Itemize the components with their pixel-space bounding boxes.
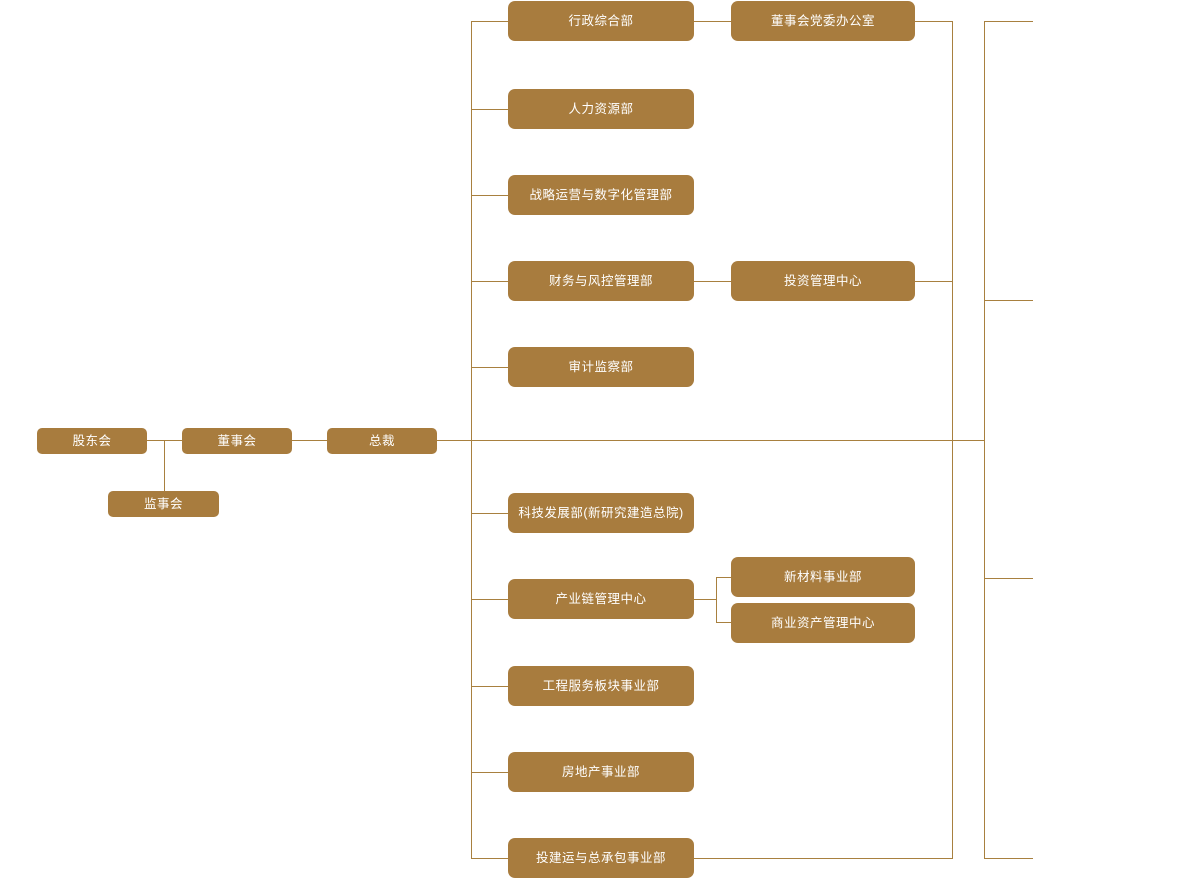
connector-rail-outer-stub-lower [984, 578, 1033, 579]
node-shareholders-meeting[interactable]: 股东会 [37, 428, 147, 454]
connector-branch-tech [471, 513, 509, 514]
connector-branch-admin [471, 21, 509, 22]
connector-rail-outer-stub-top [984, 21, 1033, 22]
connector-rail-outer-stub-upper [984, 300, 1033, 301]
node-business-unit-1[interactable]: 产业链管理中心 [508, 579, 694, 619]
node-business-unit-4[interactable]: 投建运与总承包事业部 [508, 838, 694, 878]
connector-board-to-president [291, 440, 328, 441]
spine-upper [471, 21, 472, 440]
node-business-unit-3[interactable]: 房地产事业部 [508, 752, 694, 792]
node-business-unit-0[interactable]: 科技发展部(新研究建造总院) [508, 493, 694, 533]
node-president[interactable]: 总裁 [327, 428, 437, 454]
connector-to-commercial-asset [716, 622, 731, 623]
connector-branch-audit [471, 367, 509, 368]
connector-admin-to-party-office [694, 21, 731, 22]
spine-lower [471, 440, 472, 858]
node-department-2[interactable]: 战略运营与数字化管理部 [508, 175, 694, 215]
connector-branch-engineering [471, 686, 509, 687]
node-board-of-directors[interactable]: 董事会 [182, 428, 292, 454]
rail-outer [984, 21, 985, 858]
connector-branch-supplychain [471, 599, 509, 600]
connector-president-main [436, 440, 984, 441]
node-department-1[interactable]: 人力资源部 [508, 89, 694, 129]
node-new-materials-division[interactable]: 新材料事业部 [731, 557, 915, 597]
rail-inner [952, 21, 953, 858]
connector-party-office-to-rail [915, 21, 953, 22]
node-department-0[interactable]: 行政综合部 [508, 1, 694, 41]
connector-board-to-supervisory [164, 440, 165, 504]
connector-branch-realestate [471, 772, 509, 773]
node-supervisory-board[interactable]: 监事会 [108, 491, 219, 517]
connector-rail-outer-stub-bottom [984, 858, 1033, 859]
node-commercial-asset-management-center[interactable]: 商业资产管理中心 [731, 603, 915, 643]
connector-to-new-materials [716, 577, 731, 578]
node-department-4[interactable]: 审计监察部 [508, 347, 694, 387]
connector-supplychain-bracket [716, 577, 717, 622]
connector-supplychain-stem [694, 599, 716, 600]
connector-branch-finance [471, 281, 509, 282]
node-board-party-office[interactable]: 董事会党委办公室 [731, 1, 915, 41]
node-business-unit-2[interactable]: 工程服务板块事业部 [508, 666, 694, 706]
connector-rail-inner-bottom [694, 858, 953, 859]
connector-finance-to-investment [694, 281, 731, 282]
connector-investment-to-rail [915, 281, 953, 282]
connector-branch-investment-epc [471, 858, 509, 859]
connector-branch-strategy [471, 195, 509, 196]
node-investment-management-center[interactable]: 投资管理中心 [731, 261, 915, 301]
connector-branch-hr [471, 109, 509, 110]
node-department-3[interactable]: 财务与风控管理部 [508, 261, 694, 301]
